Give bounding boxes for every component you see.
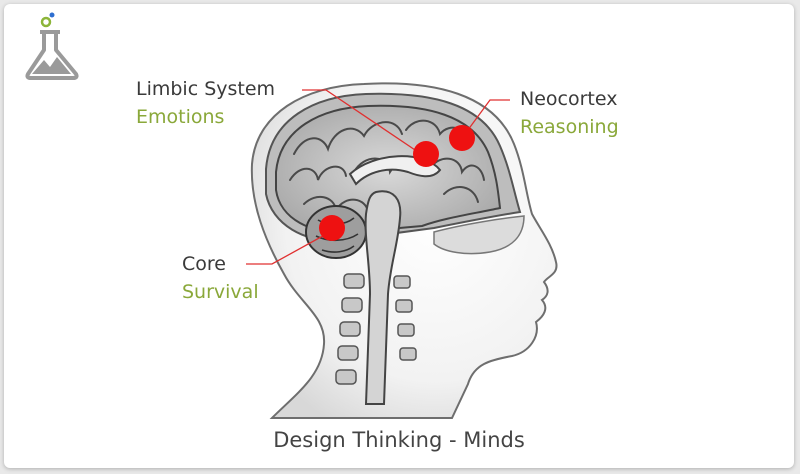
- region-markers: [319, 125, 475, 241]
- vertebrae: [335, 273, 417, 385]
- leader-lines: [246, 89, 510, 265]
- diagram-card: Limbic System Emotions Neocortex Reasoni…: [4, 4, 794, 468]
- marker-neocortex: [449, 125, 475, 151]
- marker-core: [319, 215, 345, 241]
- marker-limbic: [413, 141, 439, 167]
- logo-ring-green: [40, 16, 52, 28]
- leader-line-limbic: [302, 89, 425, 157]
- diagram-caption: Design Thinking - Minds: [273, 428, 525, 452]
- label-core: Core Survival: [182, 253, 259, 303]
- brainstem: [364, 190, 402, 405]
- head-illustration: [246, 82, 558, 419]
- label-neocortex: Neocortex Reasoning: [520, 88, 619, 138]
- flask-icon: [25, 12, 79, 80]
- label-neocortex-sub: Reasoning: [520, 116, 619, 138]
- leader-line-neocortex: [461, 99, 510, 139]
- label-neocortex-name: Neocortex: [520, 88, 618, 110]
- logo-dot-blue: [49, 12, 55, 18]
- label-core-name: Core: [182, 253, 226, 275]
- brain-folds: [289, 119, 485, 213]
- label-limbic-name: Limbic System: [136, 78, 276, 100]
- label-core-sub: Survival: [182, 281, 259, 303]
- sinus-region: [433, 215, 525, 255]
- leader-line-core: [246, 231, 331, 265]
- label-limbic-sub: Emotions: [136, 106, 225, 128]
- label-limbic: Limbic System Emotions: [136, 78, 275, 128]
- logo-flask-liquid: [32, 57, 71, 74]
- logo-flask-outline: [25, 30, 79, 80]
